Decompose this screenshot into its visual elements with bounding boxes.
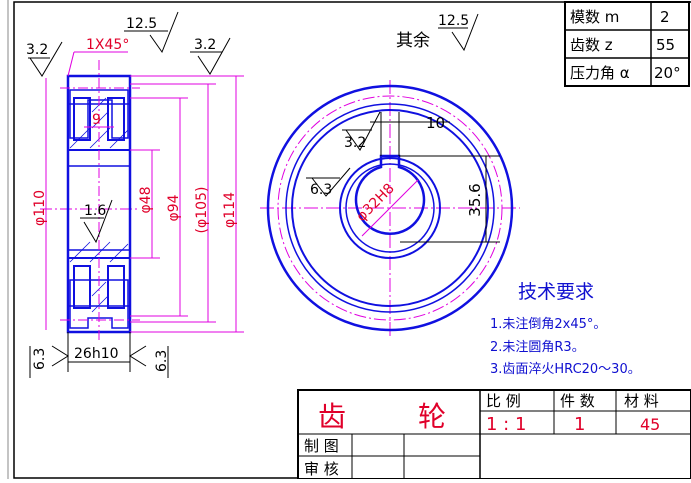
other-label: 其余: [396, 31, 430, 51]
dia-105-label: (φ105): [194, 187, 210, 234]
part-name-2: 轮: [418, 400, 446, 433]
bore-with-keyway: [354, 154, 426, 235]
dia-110-label: φ110: [32, 190, 48, 226]
scale-value: 1 : 1: [486, 414, 526, 435]
dia-94-label: φ94: [166, 194, 182, 221]
roughness-other: 其余 12.5: [396, 13, 479, 52]
keyway-width-label: 10: [426, 114, 445, 132]
svg-text:3.2: 3.2: [26, 42, 48, 58]
drawn-label: 制 图: [304, 437, 339, 455]
roughness-top-right: 3.2: [190, 37, 231, 75]
addendum-circle: [266, 84, 514, 332]
tech-req-title: 技术要求: [518, 281, 594, 303]
dia-48-label: φ48: [138, 186, 154, 213]
parameter-table: 模数 m 2 齿数 z 55 压力角 α 20°: [564, 1, 690, 87]
material-label: 材 料: [624, 392, 659, 410]
qty-value: 1: [574, 414, 585, 435]
width-label: 26h10: [74, 346, 119, 362]
tech-requirements: 技术要求 1.未注倒角2x45°。 2.未注圆角R3。 3.齿面淬火HRC20～…: [490, 281, 641, 377]
roughness-bottom-right: 6.3: [129, 345, 170, 378]
svg-text:3.2: 3.2: [194, 37, 216, 53]
pitch-circle: [277, 95, 503, 321]
roughness-bore: 6.3: [310, 182, 332, 198]
dia-114-label: φ114: [222, 192, 238, 228]
roughness-keyway: 3.2: [344, 135, 366, 151]
chamfer-label: 1X45°: [86, 37, 129, 53]
part-name-1: 齿: [318, 400, 346, 433]
material-value: 45: [640, 415, 660, 434]
qty-label: 件 数: [560, 392, 595, 410]
front-view: 10 35.6 φ32H8 3.2 6.3: [260, 80, 520, 338]
keyway-depth-label: 35.6: [466, 183, 484, 216]
svg-text:6.3: 6.3: [32, 348, 48, 370]
roughness-bottom-left: 6.3: [29, 345, 69, 378]
checked-label: 审 核: [304, 460, 339, 478]
scale-label: 比 例: [486, 392, 521, 410]
tech-req-item-1: 1.未注倒角2x45°。: [490, 317, 606, 332]
param-label-module: 模数 m: [570, 8, 619, 26]
tech-req-item-2: 2.未注圆角R3。: [490, 340, 585, 355]
bore-label: φ32H8: [354, 181, 398, 225]
param-value-module: 2: [660, 8, 670, 26]
param-value-teeth: 55: [656, 36, 675, 54]
roughness-top-mid: 12.5: [124, 11, 179, 54]
param-label-teeth: 齿数 z: [570, 36, 613, 54]
svg-text:12.5: 12.5: [126, 16, 157, 32]
side-view: 1X45° 9 φ110 φ48 φ94 (φ105) φ114 26h10 1…: [32, 37, 244, 372]
roughness-bore-inner: 1.6: [84, 203, 106, 219]
param-value-pressure-angle: 20°: [654, 64, 681, 82]
svg-text:6.3: 6.3: [154, 350, 170, 372]
tech-req-item-3: 3.齿面淬火HRC20～30。: [490, 362, 641, 377]
web-thickness-label: 9: [92, 112, 101, 128]
title-block: 齿 轮 比 例 件 数 材 料 1 : 1 1 45 制 图 审 核: [297, 389, 691, 480]
roughness-top-left: 3.2: [26, 41, 63, 77]
svg-text:12.5: 12.5: [438, 13, 469, 29]
param-label-pressure-angle: 压力角 α: [570, 64, 630, 82]
